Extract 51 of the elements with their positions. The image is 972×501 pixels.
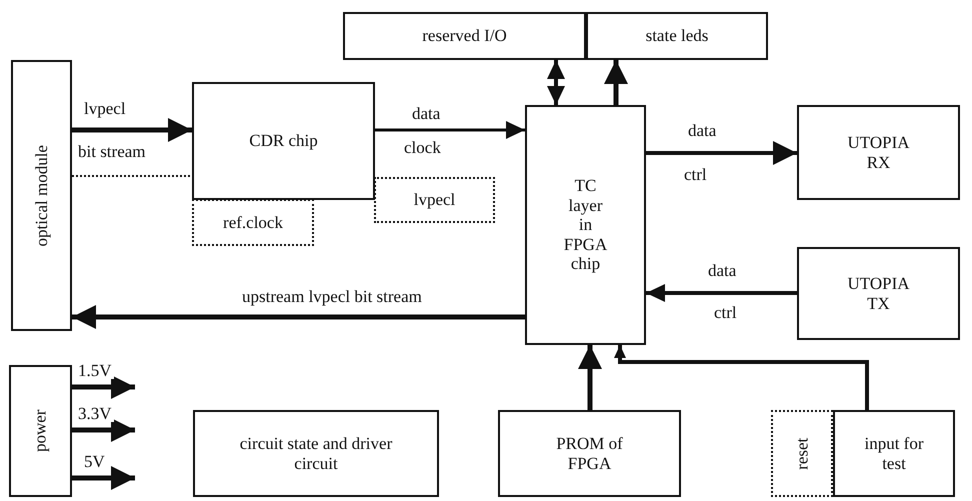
block-label: circuit state and driver circuit: [238, 434, 394, 474]
block-box: [9, 365, 72, 497]
block-box: [525, 105, 646, 345]
arrow: [578, 345, 602, 410]
arrow: [72, 466, 135, 490]
block-label: optical module: [32, 144, 52, 246]
edge-label: data: [706, 262, 738, 279]
arrow: [646, 284, 797, 302]
block-label: CDR chip: [249, 131, 318, 151]
block-box: [193, 410, 439, 497]
block-label: reserved I/O: [422, 26, 507, 46]
block-label: UTOPIA TX: [846, 274, 911, 314]
block-label: power: [30, 410, 50, 452]
arrow: [646, 141, 797, 165]
block-box: [797, 247, 960, 340]
edge-label: data: [410, 105, 442, 122]
arrow: [547, 60, 565, 105]
block-label: UTOPIA RX: [846, 132, 911, 172]
block-label: state leds: [646, 26, 708, 46]
block-label: PROM of FPGA: [555, 434, 624, 474]
signal-label: ctrl: [712, 304, 739, 321]
block-box: [498, 410, 681, 497]
arrow: [72, 305, 525, 329]
block-label: reset: [792, 437, 812, 470]
block-label: TC layer in FPGA chip: [562, 176, 608, 274]
block-label: lvpecl: [414, 190, 456, 210]
arrow: [375, 121, 525, 139]
block-box: [192, 82, 375, 200]
block-box: [797, 105, 960, 200]
dotted-box: [374, 177, 495, 223]
arrow: [614, 345, 869, 410]
block-label: input for test: [863, 434, 925, 474]
arrow: [72, 418, 135, 442]
arrow: [72, 375, 135, 399]
block-box: [343, 12, 586, 60]
arrow: [604, 60, 628, 105]
signal-label: bit stream: [76, 143, 148, 160]
edge-label: 3.3V: [76, 405, 114, 422]
block-box: [11, 60, 72, 331]
edge-label: 5V: [82, 453, 107, 470]
dotted-box: [192, 199, 314, 246]
signal-label: ctrl: [682, 166, 709, 183]
dotted-line: [72, 175, 192, 177]
arrow: [72, 118, 192, 142]
block-box: [833, 410, 955, 497]
block-label: ref.clock: [223, 212, 283, 232]
edge-label: upstream lvpecl bit stream: [240, 288, 424, 305]
block-box: [586, 12, 768, 60]
signal-label: clock: [402, 139, 443, 156]
edge-label: lvpecl: [82, 100, 128, 117]
edge-label: data: [686, 122, 718, 139]
